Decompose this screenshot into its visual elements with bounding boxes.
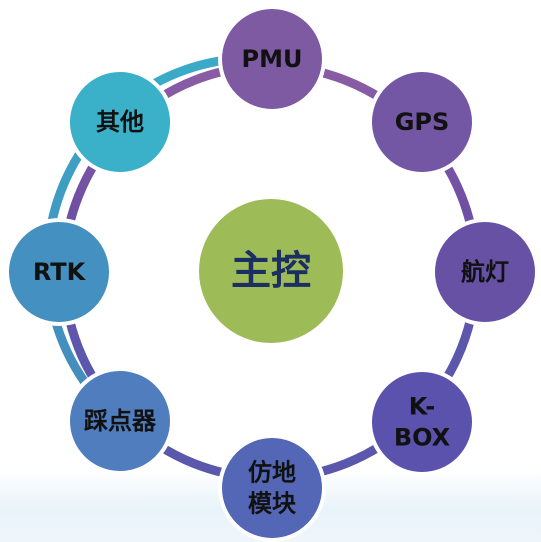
node-label-caidianqi: 踩点器 bbox=[84, 407, 157, 435]
node-circle-rtk bbox=[5, 218, 113, 326]
node-label-gps: GPS bbox=[395, 108, 450, 136]
node-rtk: RTK bbox=[5, 218, 113, 326]
node-circle-fangdi bbox=[218, 434, 326, 542]
node-kbox: K- BOX bbox=[368, 368, 476, 476]
node-label-fangdi-2: 模块 bbox=[248, 490, 296, 518]
node-circle-gps bbox=[368, 68, 476, 176]
node-circle-caidianqi bbox=[66, 367, 174, 475]
node-label-qita: 其他 bbox=[96, 108, 144, 136]
node-circle-hangdeng bbox=[431, 218, 539, 326]
node-pmu: PMU bbox=[218, 5, 326, 113]
center-label: 主控 bbox=[231, 248, 311, 294]
center-circle bbox=[199, 199, 343, 343]
node-qita: 其他 bbox=[66, 68, 174, 176]
node-label-hangdeng: 航灯 bbox=[461, 258, 509, 286]
node-label-fangdi-1: 仿地 bbox=[248, 459, 296, 487]
node-label-pmu: PMU bbox=[242, 45, 303, 73]
node-label-rtk: RTK bbox=[33, 258, 87, 286]
node-caidianqi: 踩点器 bbox=[66, 367, 174, 475]
node-label-kbox-1: K- bbox=[409, 393, 435, 421]
node-circle-qita bbox=[66, 68, 174, 176]
node-hangdeng: 航灯 bbox=[431, 218, 539, 326]
node-label-kbox-2: BOX bbox=[394, 424, 451, 452]
center-node: 主控 bbox=[199, 199, 343, 343]
connection-ring-left bbox=[43, 53, 277, 426]
node-circle-kbox bbox=[368, 368, 476, 476]
node-gps: GPS bbox=[368, 68, 476, 176]
node-circle-pmu bbox=[218, 5, 326, 113]
